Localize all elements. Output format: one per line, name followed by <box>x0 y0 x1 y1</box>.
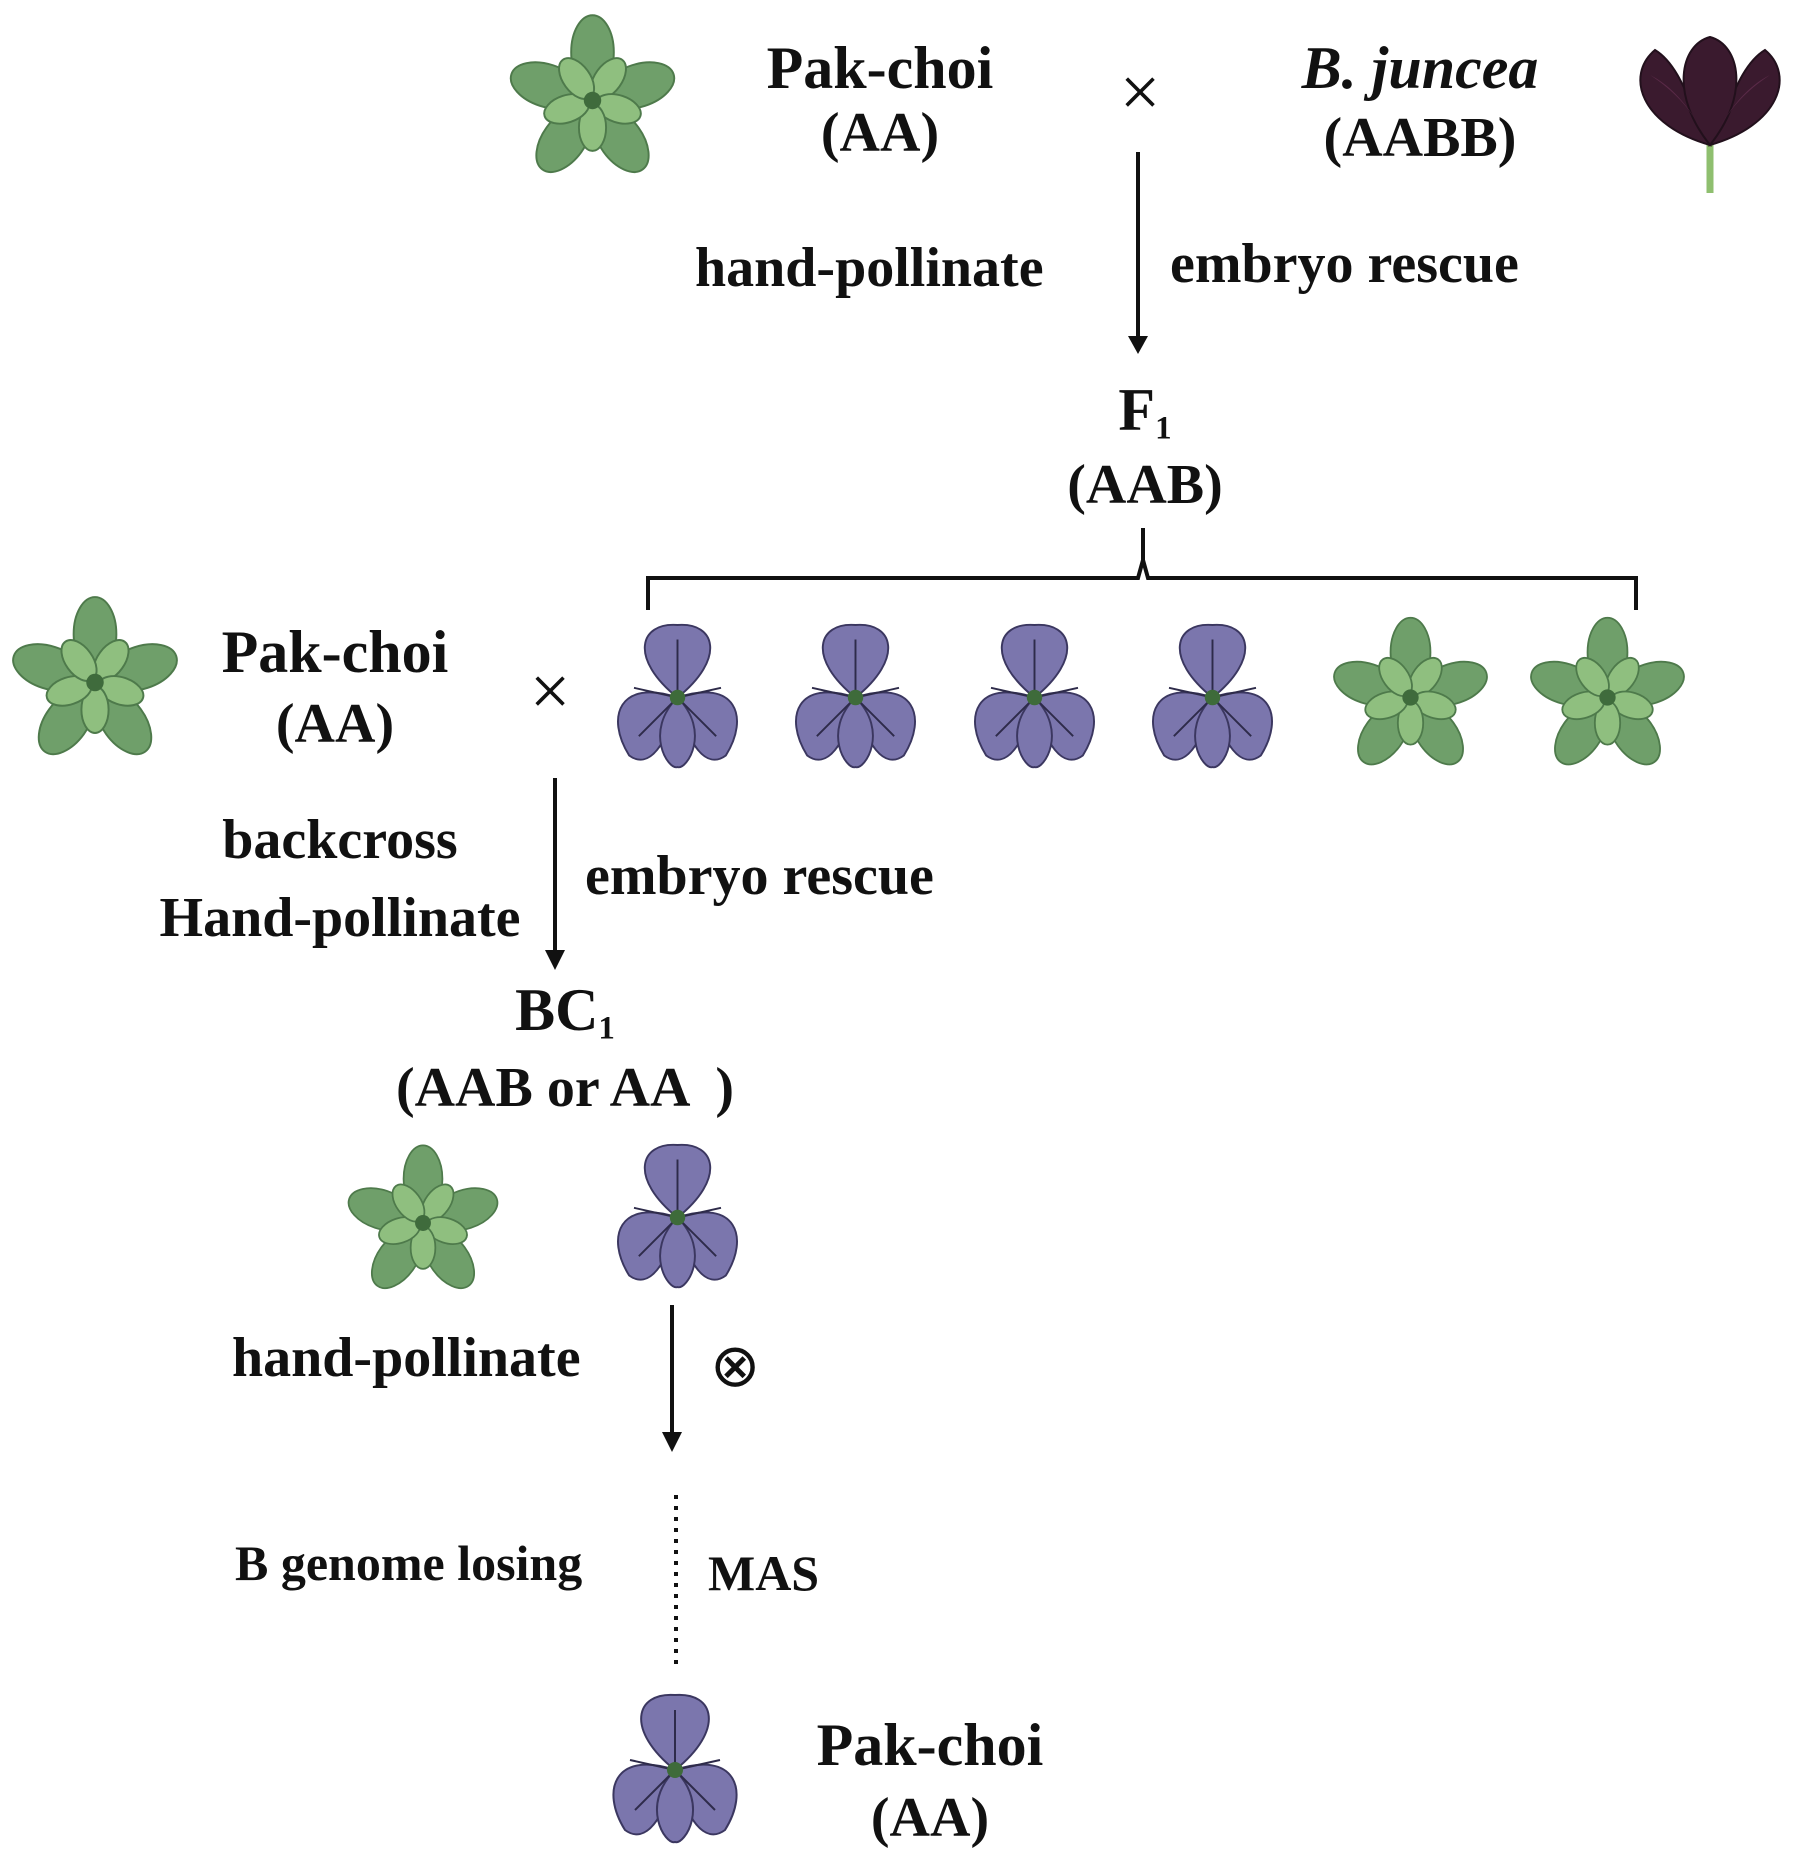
cross-symbol-backcross: × <box>529 651 571 731</box>
bc1-green-plant-icon <box>347 1144 499 1290</box>
f1-offspring-purple-icon <box>617 624 738 769</box>
parent-right-genome: (AABB) <box>1323 107 1517 169</box>
step4-b-genome-losing-label: B genome losing <box>235 1535 583 1591</box>
arrowhead-1 <box>1128 336 1148 354</box>
backcross-parent-genome: (AA) <box>275 693 395 755</box>
step2-backcross-label: backcross <box>222 809 458 871</box>
pak-choi-plant-icon <box>509 14 676 173</box>
result-purple-pak-choi-icon <box>612 1693 738 1844</box>
b-juncea-plant-icon <box>1639 35 1781 193</box>
f1-offspring-purple-icon <box>974 624 1095 769</box>
parent-left-genome: (AA) <box>820 102 940 164</box>
result-name: Pak-choi <box>816 1712 1044 1778</box>
pak-choi-plant-icon-backcross <box>12 596 178 756</box>
bc1-purple-plant-icon <box>617 1144 738 1289</box>
f1-offspring-green-icon <box>1333 616 1488 766</box>
step4-mas-label: MAS <box>708 1545 820 1601</box>
parent-left-name: Pak-choi <box>766 35 994 101</box>
arrowhead-2 <box>545 950 565 970</box>
f1-name: F <box>1118 377 1156 443</box>
f1-genome: (AAB) <box>1067 454 1223 516</box>
step1-hand-pollinate-label: hand-pollinate <box>695 237 1044 299</box>
f1-label: F1 <box>1040 380 1250 445</box>
arrowhead-3 <box>662 1432 682 1452</box>
step3-hand-pollinate-label: hand-pollinate <box>232 1327 581 1389</box>
f1-offspring-purple-icon <box>795 624 916 769</box>
parent-right-name: B. juncea <box>1301 35 1539 101</box>
f1-offspring-purple-icon <box>1152 624 1273 769</box>
cross-symbol-top: × <box>1119 52 1161 132</box>
step2-embryo-rescue-label: embryo rescue <box>585 845 934 907</box>
bc1-genome: (AAB or AA ) <box>395 1057 735 1119</box>
bc1-name: BC <box>515 977 599 1043</box>
selfing-symbol: ⊗ <box>710 1331 761 1401</box>
f1-subscript: 1 <box>1155 410 1172 447</box>
f1-bracket <box>646 528 1638 610</box>
bc1-subscript: 1 <box>598 1010 615 1047</box>
step2-hand-pollinate-label: Hand-pollinate <box>159 887 521 949</box>
f1-offspring-green-icon <box>1530 616 1685 766</box>
result-genome: (AA) <box>870 1787 990 1849</box>
backcross-parent-name: Pak-choi <box>221 619 449 685</box>
step1-embryo-rescue-label: embryo rescue <box>1170 233 1519 295</box>
bc1-label: BC1 <box>455 980 675 1045</box>
